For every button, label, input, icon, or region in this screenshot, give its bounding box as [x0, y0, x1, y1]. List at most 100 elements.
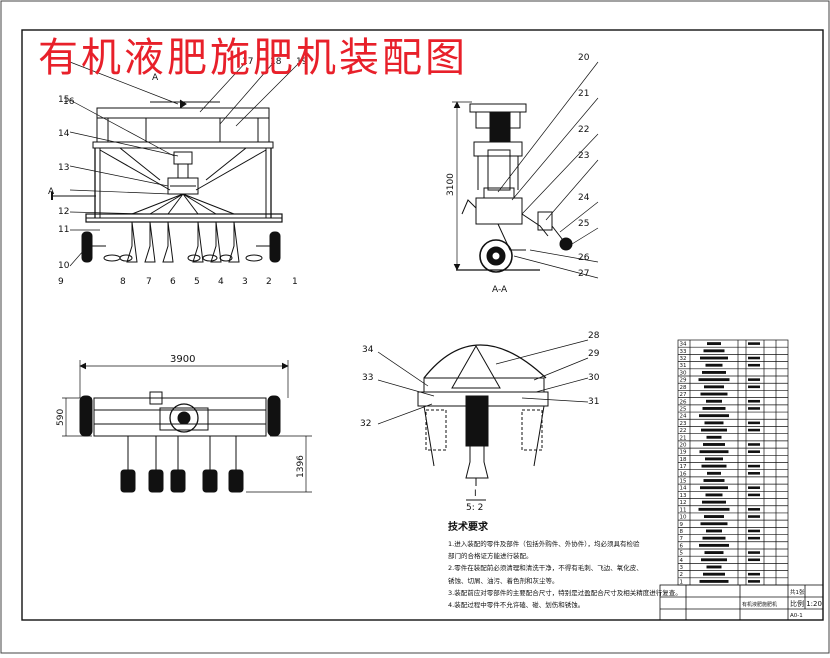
bom-name-text: [706, 565, 722, 569]
bom-material-text: [748, 493, 760, 497]
bom-material-text: [748, 356, 760, 360]
bom-row-number: 18: [680, 457, 687, 463]
bom-name-text: [699, 579, 729, 583]
front-top-beam: [96, 107, 270, 119]
balloon-9: 9: [58, 277, 64, 287]
bom-material-text: [748, 363, 760, 367]
bom-row-number: 27: [680, 392, 687, 398]
bom-name-text: [700, 486, 728, 490]
balloon-3: 3: [242, 277, 248, 287]
bom-material-text: [748, 443, 760, 446]
front-view: [51, 61, 301, 267]
bom-row-number: 8: [680, 529, 684, 535]
bom-name-text: [707, 471, 721, 475]
bom-row-number: 9: [680, 522, 684, 528]
bom-row-number: 1: [680, 579, 684, 585]
bom-row-number: 21: [680, 435, 687, 441]
balloon-10: 10: [58, 261, 70, 271]
top-depth-dim: 590: [56, 409, 66, 426]
bom-name-text: [706, 529, 722, 533]
bom-material-text: [748, 378, 760, 381]
balloon-2: 2: [266, 277, 272, 287]
balloon-5: 5: [194, 277, 200, 287]
balloon-29: 29: [588, 349, 600, 359]
title-block-scale: 比例 1:20: [790, 599, 822, 608]
balloon-4: 4: [218, 277, 224, 287]
bom-row-number: 16: [680, 471, 687, 477]
bom-row-number: 4: [680, 558, 684, 564]
balloon-21: 21: [578, 89, 589, 99]
bom-row-number: 15: [680, 479, 687, 485]
side-view-label: A-A: [492, 285, 508, 295]
balloon-7: 7: [146, 277, 152, 287]
balloon-26: 26: [578, 253, 590, 263]
detail-scale: 5: 2: [466, 503, 483, 513]
balloon-27: 27: [578, 269, 589, 279]
bom-material-text: [748, 385, 760, 389]
bom-name-text: [705, 457, 723, 461]
bom-name-text: [702, 500, 726, 504]
bom-row-number: 17: [680, 464, 687, 470]
balloon-28: 28: [588, 331, 600, 341]
bom-row-number: 12: [680, 500, 687, 506]
section-marker-a-top: A: [152, 73, 159, 83]
balloon-19: 19: [296, 57, 308, 67]
bom-material-text: [748, 450, 760, 453]
bom-name-text: [703, 572, 725, 576]
bom-row-number: 32: [680, 356, 687, 362]
notes-line: 3.装配前应对零部件的主要配合尺寸，特别是过盈配合尺寸及相关精度进行复查。: [448, 588, 682, 597]
balloon-25: 25: [578, 219, 589, 229]
bom-material-text: [748, 536, 760, 540]
balloon-16: 16: [63, 97, 75, 107]
bom-name-text: [702, 370, 726, 374]
bom-material-text: [748, 515, 760, 518]
bom-row-number: 25: [680, 406, 687, 412]
balloon-20: 20: [578, 53, 590, 63]
bom-name-text: [700, 522, 728, 526]
bom-material-text: [748, 486, 760, 490]
bom-material-text: [748, 342, 760, 345]
title-block-name: 有机液肥施肥机: [742, 601, 777, 608]
front-tank: [96, 117, 270, 143]
drawing-title: 有机液肥施肥机装配图: [38, 35, 468, 81]
balloon-18: 18: [270, 57, 282, 67]
bom-name-text: [706, 399, 722, 403]
balloon-22: 22: [578, 125, 589, 135]
bom-row-number: 22: [680, 428, 687, 434]
title-block-sheet: A0-1: [790, 613, 803, 619]
bom-row-number: 14: [680, 486, 687, 492]
bom-material-text: [748, 407, 760, 410]
bom-row-number: 30: [680, 370, 687, 376]
bom-name-text: [703, 349, 725, 353]
bom-material-text: [748, 428, 760, 432]
balloon-17: 17: [242, 57, 253, 67]
notes-line: 2.零件在装配前必须清理和清洗干净，不得有毛刺、飞边、氧化皮、: [448, 564, 643, 573]
bom-name-text: [705, 493, 723, 497]
top-height-dim: 1396: [296, 455, 306, 478]
bom-name-text: [700, 356, 728, 360]
bom-row-number: 10: [680, 515, 687, 521]
top-view: [62, 360, 312, 493]
bom-material-text: [748, 421, 760, 425]
bom-material-text: [748, 464, 760, 468]
section-marker-a: A: [48, 187, 55, 197]
bom-name-text: [701, 464, 727, 468]
notes-line: 1.进入装配的零件及部件（包括外购件、外协件），均必须具有检验: [448, 540, 640, 548]
notes-line: 部门的合格证方能进行装配。: [448, 552, 533, 561]
bom-name-text: [703, 443, 725, 446]
bom-row-number: 31: [680, 363, 687, 369]
balloon-23: 23: [578, 151, 589, 161]
bom-material-text: [748, 508, 760, 511]
balloon-11: 11: [58, 225, 69, 235]
bom-name-text: [704, 551, 724, 555]
balloon-12: 12: [58, 207, 69, 217]
bom-row-number: 19: [680, 450, 687, 456]
detail-view: [377, 339, 589, 501]
bom-row-number: 6: [680, 543, 684, 549]
balloon-15-alt: 15: [58, 95, 69, 105]
bom-name-text: [699, 450, 729, 454]
balloon-14: 14: [58, 129, 70, 139]
bom-row-number: 29: [680, 378, 687, 384]
bom-row-number: 33: [680, 349, 687, 355]
